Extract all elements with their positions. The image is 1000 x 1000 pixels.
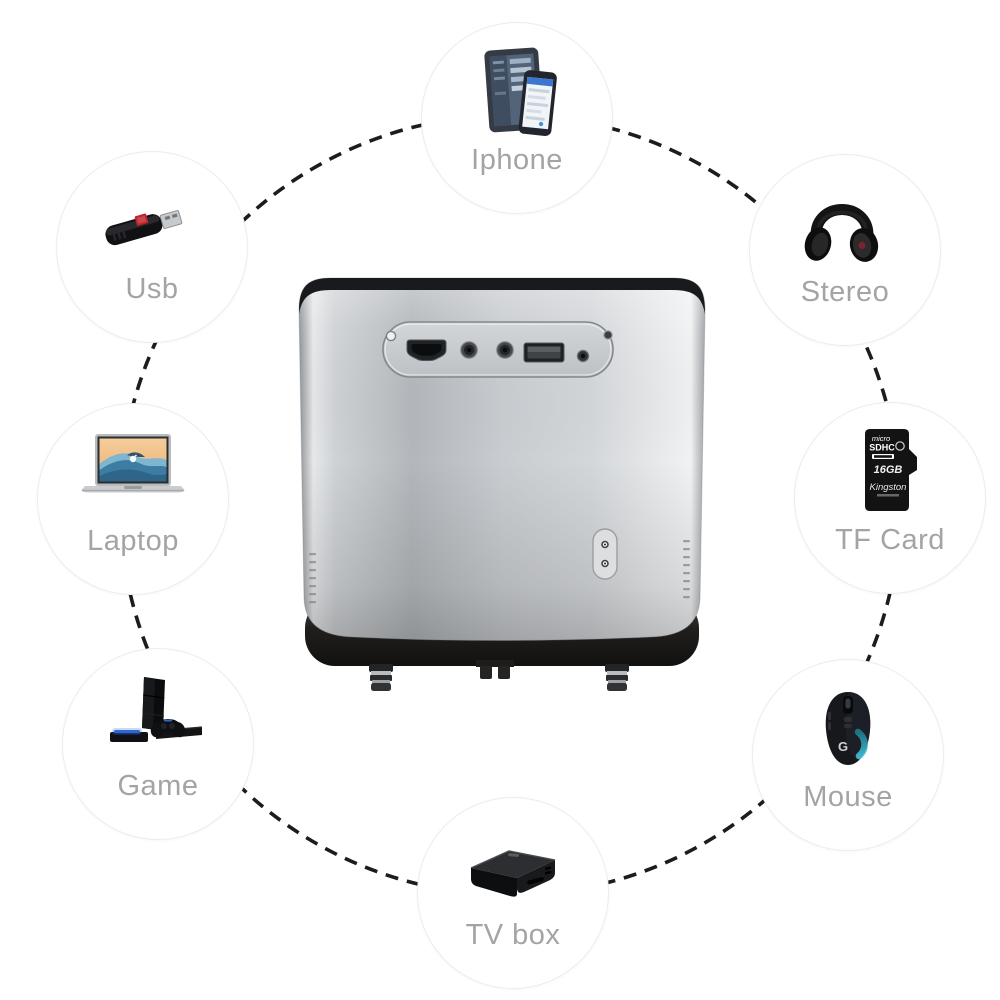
- power-connector: [476, 660, 514, 679]
- foot-right: [605, 664, 629, 691]
- node-circle: Usb: [56, 151, 248, 343]
- tf-brand: Kingston: [870, 482, 907, 493]
- side-vents-right: [683, 540, 690, 599]
- node-label: TV box: [465, 919, 561, 951]
- node-circle: Laptop: [37, 403, 229, 595]
- tf-logo-line2: SDHC: [869, 443, 895, 453]
- headphone-jack: [496, 341, 514, 359]
- mouse-logo: G: [838, 739, 848, 754]
- game-console-icon: [110, 677, 203, 742]
- node-circle: Iphone: [421, 22, 613, 214]
- node-label: Game: [117, 770, 199, 802]
- tf-logo-line1: micro: [872, 434, 890, 443]
- hdmi-port: [406, 339, 447, 361]
- node-label: Stereo: [800, 276, 890, 308]
- iphone-icon: [484, 47, 557, 137]
- micro-sd-card-icon: micro SDHC 16GB Kingston: [865, 429, 917, 511]
- node-circle: Game: [62, 648, 254, 840]
- panel-screw-left: [385, 330, 397, 342]
- tf-capacity: 16GB: [874, 464, 903, 476]
- laptop-icon: [81, 434, 185, 493]
- node-mouse: G Mouse: [752, 659, 944, 851]
- node-label: TF Card: [835, 524, 945, 556]
- dc-power-jack: [576, 349, 590, 363]
- node-label: Laptop: [87, 525, 179, 557]
- gaming-mouse-icon: G: [825, 692, 871, 765]
- usb-flash-drive-icon: [105, 210, 183, 246]
- node-laptop: Laptop: [37, 403, 229, 595]
- node-label: Mouse: [803, 781, 893, 813]
- node-label: Usb: [125, 273, 179, 305]
- panel-screw-right: [603, 330, 613, 340]
- node-circle: micro SDHC 16GB Kingston TF Card: [794, 402, 986, 594]
- side-button-plate: [592, 528, 618, 580]
- node-circle: G Mouse: [752, 659, 944, 851]
- usb-port: [523, 342, 565, 363]
- headphones-icon: [804, 204, 879, 262]
- node-tf-card: micro SDHC 16GB Kingston TF Card: [794, 402, 986, 594]
- foot-left: [369, 664, 393, 691]
- node-usb: Usb: [56, 151, 248, 343]
- av-jack: [460, 341, 478, 359]
- projector-device: [298, 277, 706, 691]
- tv-box-icon: [470, 850, 556, 897]
- node-stereo: Stereo: [749, 154, 941, 346]
- node-iphone: Iphone: [421, 22, 613, 214]
- node-circle: Stereo: [749, 154, 941, 346]
- node-circle: TV box: [417, 797, 609, 989]
- node-game: Game: [62, 648, 254, 840]
- io-panel: [382, 321, 614, 378]
- side-vents-left: [309, 553, 316, 604]
- node-tv-box: TV box: [417, 797, 609, 989]
- node-label: Iphone: [471, 144, 563, 176]
- top-trim: [299, 278, 705, 314]
